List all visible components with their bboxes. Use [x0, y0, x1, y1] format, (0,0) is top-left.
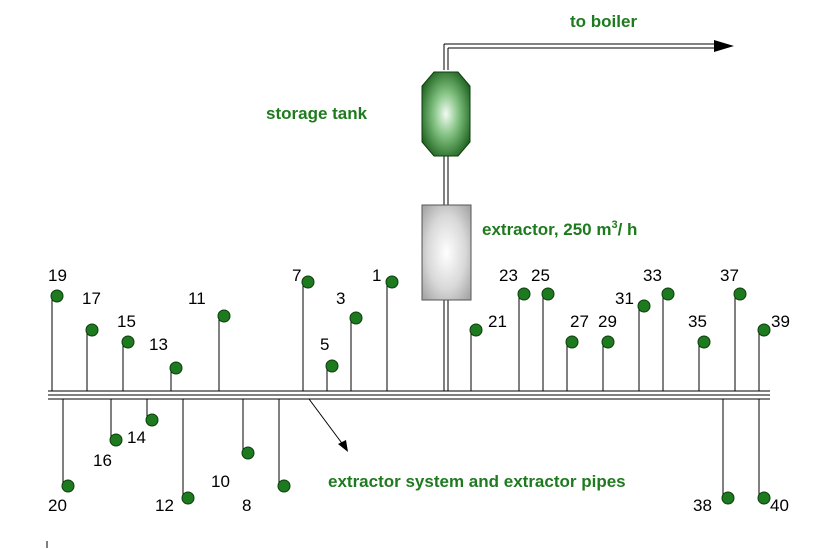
extractor-point-icon: [61, 479, 75, 493]
extractor-point-icon: [541, 287, 555, 301]
extractor-point-label: 15: [117, 312, 136, 331]
storage-tank: [421, 71, 471, 157]
extractor-point-label: 27: [570, 312, 589, 331]
extractor-node-35: 35: [688, 312, 711, 391]
extractor-node-11: 11: [188, 289, 231, 391]
system-pointer-arrow: [308, 398, 348, 452]
extractor-node-25: 25: [531, 266, 555, 391]
extractor-point-label: 21: [488, 312, 507, 331]
extractor-point-icon: [85, 323, 99, 337]
extractor-point-icon: [169, 361, 183, 375]
main-header-pipe: [48, 390, 770, 400]
extractor-point-label: 8: [242, 496, 251, 515]
extractor-point-label: 3: [336, 289, 345, 308]
to-boiler-label: to boiler: [570, 12, 637, 31]
extractor-point-icon: [301, 275, 315, 289]
extractor-point-icon: [757, 323, 771, 337]
extractor-point-label: 38: [693, 496, 712, 515]
extractor-point-label: 39: [771, 312, 790, 331]
extractor-point-icon: [277, 479, 291, 493]
extractor-point-label: 14: [127, 428, 146, 447]
riser-pipe: [443, 40, 734, 391]
extractor-point-label: 37: [720, 266, 739, 285]
extractor-node-37: 37: [720, 266, 747, 391]
extractor-point-label: 23: [499, 266, 518, 285]
storage-tank-label: storage tank: [266, 104, 368, 123]
extractor-point-label: 13: [149, 335, 168, 354]
extractor-point-icon: [637, 299, 651, 313]
extractor-node-27: 27: [565, 312, 589, 391]
extractor-node-16: 16: [93, 399, 123, 470]
extractor-node-39: 39: [757, 312, 790, 391]
extractor-node-33: 33: [643, 266, 675, 391]
extractor-point-label: 17: [82, 289, 101, 308]
extractor-point-icon: [385, 275, 399, 289]
extractor-point-label: 33: [643, 266, 662, 285]
extractor-point-icon: [181, 491, 195, 505]
extractor-node-40: 40: [757, 399, 789, 515]
extractor-node-21: 21: [469, 312, 507, 391]
extractor-node-5: 5: [320, 335, 339, 391]
extractor-point-icon: [661, 287, 675, 301]
extractor-node-13: 13: [149, 335, 183, 391]
extractor-node-17: 17: [82, 289, 101, 391]
extractor-node-20: 20: [48, 399, 75, 515]
extractor-node-23: 23: [499, 266, 531, 391]
extractor-point-label: 5: [320, 335, 329, 354]
extractor-point-icon: [121, 335, 135, 349]
extractor-label: extractor, 250 m3/ h: [482, 219, 637, 239]
extractor-point-label: 19: [48, 266, 67, 285]
extractor-node-14: 14: [127, 399, 159, 447]
extractor-point-icon: [241, 446, 255, 460]
extractor-node-31: 31: [615, 289, 651, 391]
extractor-unit: [421, 204, 472, 301]
extractor-point-icon: [325, 359, 339, 373]
extractor-point-label: 11: [188, 289, 206, 308]
boiler-arrow-icon: [714, 40, 734, 52]
extractor-point-icon: [109, 433, 123, 447]
extractor-node-12: 12: [155, 399, 195, 515]
extractor-point-icon: [757, 491, 771, 505]
extractor-point-label: 10: [211, 472, 230, 491]
extractor-node-10: 10: [211, 399, 255, 491]
extractor-point-icon: [721, 491, 735, 505]
extractor-node-15: 15: [117, 312, 136, 391]
extractor-point-icon: [50, 289, 64, 303]
extractor-point-label: 25: [531, 266, 550, 285]
extractor-point-icon: [733, 287, 747, 301]
extractor-point-label: 35: [688, 312, 707, 331]
extractor-node-7: 7: [292, 266, 315, 391]
extractor-point-label: 29: [598, 312, 617, 331]
extractor-point-icon: [565, 335, 579, 349]
extractor-point-label: 40: [770, 496, 789, 515]
extractor-point-icon: [349, 311, 363, 325]
extractor-point-icon: [469, 323, 483, 337]
extractor-point-icon: [601, 335, 615, 349]
extractor-point-label: 31: [615, 289, 634, 308]
extractor-node-29: 29: [598, 312, 617, 391]
extractor-point-icon: [697, 335, 711, 349]
extractor-point-icon: [217, 309, 231, 323]
extractor-point-icon: [145, 413, 159, 427]
extractor-point-icon: [517, 287, 531, 301]
extractor-point-label: 16: [93, 451, 112, 470]
extractor-point-label: 7: [292, 266, 301, 285]
extractor-point-label: 20: [48, 496, 67, 515]
extractor-node-38: 38: [693, 399, 735, 515]
extractor-node-3: 3: [336, 289, 363, 391]
extractor-point-label: 1: [372, 266, 381, 285]
extractor-point-label: 12: [155, 496, 174, 515]
extractor-node-8: 8: [242, 399, 291, 515]
extractor-system-label: extractor system and extractor pipes: [328, 472, 626, 491]
extractor-node-1: 1: [372, 266, 399, 391]
extractor-node-19: 19: [48, 266, 67, 391]
